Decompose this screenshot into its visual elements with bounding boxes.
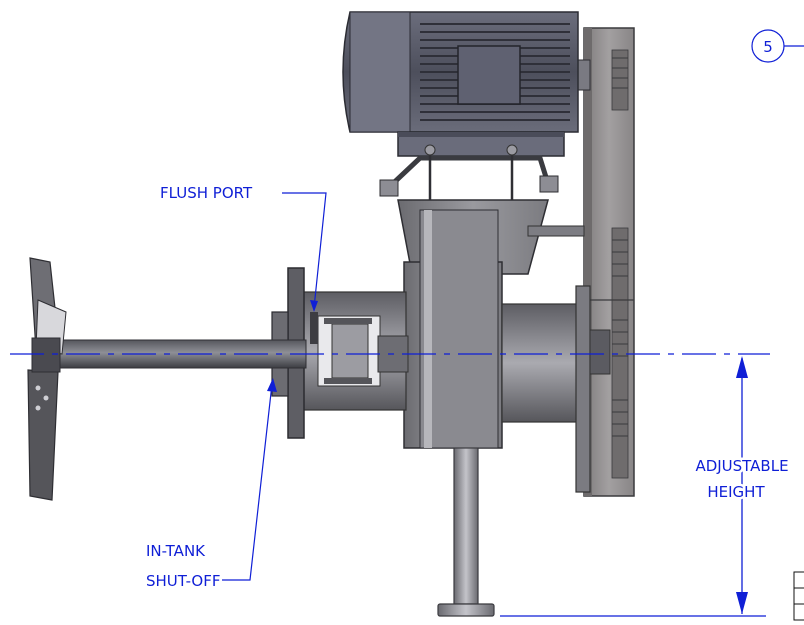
belt-guard [583, 27, 635, 497]
balloon-number: 5 [763, 38, 773, 56]
in-tank-label-line2: SHUT-OFF [146, 572, 220, 590]
motor-mount [379, 144, 559, 208]
adjustable-height-dimension: ADJUSTABLE HEIGHT [500, 356, 791, 617]
in-tank-label-line1: IN-TANK [146, 542, 206, 560]
seal-housing [271, 267, 409, 439]
impeller [27, 257, 67, 501]
flush-port-label: FLUSH PORT [160, 184, 253, 202]
motor [342, 11, 591, 157]
item-balloon: 5 [751, 29, 804, 63]
adjustable-label-line2: HEIGHT [707, 483, 765, 501]
table-fragment [793, 571, 804, 621]
drive-tube [501, 285, 611, 493]
housing [397, 199, 585, 449]
support-leg [437, 447, 495, 617]
in-tank-shutoff-callout: IN-TANK SHUT-OFF [146, 378, 277, 590]
flush-port-callout: FLUSH PORT [160, 184, 327, 312]
adjustable-label-line1: ADJUSTABLE [695, 457, 788, 475]
